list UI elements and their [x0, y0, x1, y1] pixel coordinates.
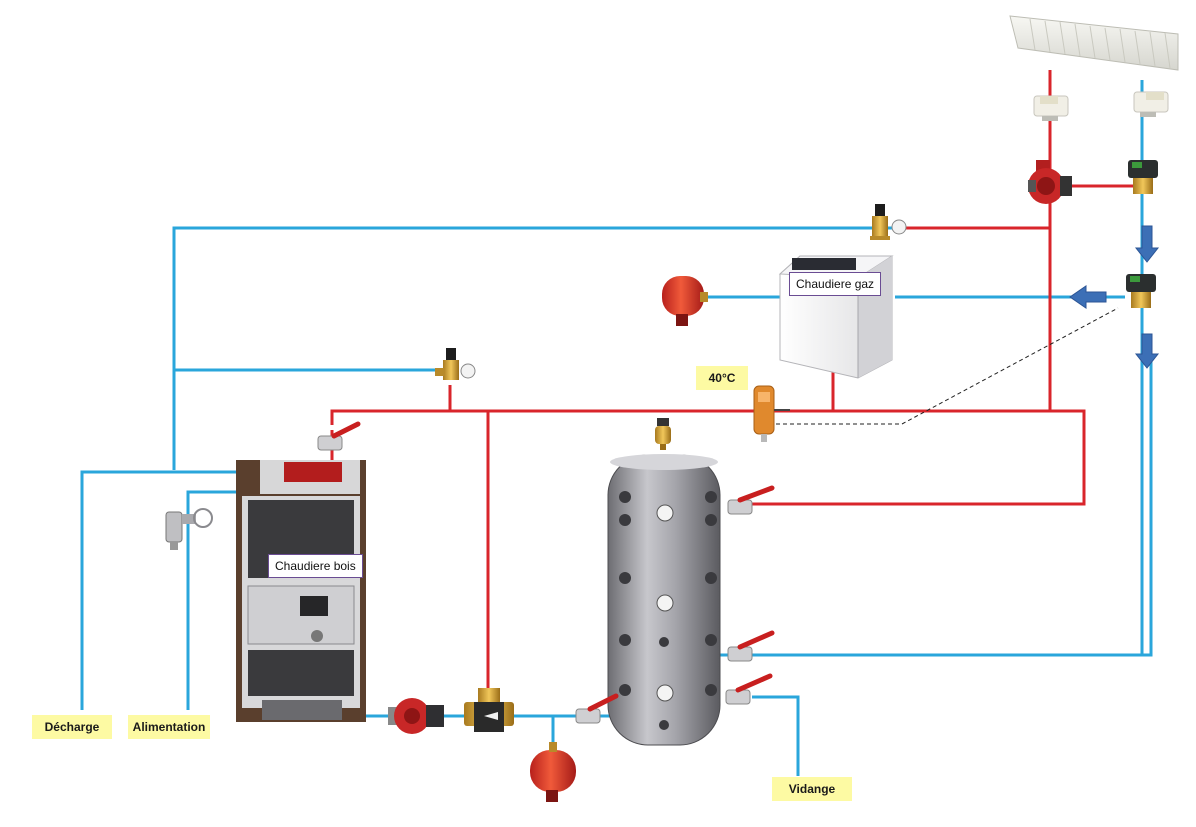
supply-label: Alimentation	[128, 715, 210, 739]
expansion-vessel-icon	[530, 742, 576, 802]
safety-valve-icon	[435, 348, 476, 380]
circulator-pump-icon	[1028, 160, 1072, 204]
thermal-discharge-valve-icon	[165, 508, 213, 550]
thermostat-temp-label: 40°C	[696, 366, 748, 390]
wood-boiler-label: Chaudiere bois	[268, 554, 363, 578]
buffer-tank-icon	[607, 454, 721, 746]
expansion-vessel-icon	[662, 276, 708, 326]
ball-valve-icon	[727, 485, 775, 515]
flow-arrow-icon	[1134, 333, 1160, 369]
safety-valve-icon	[870, 204, 907, 240]
ball-valve-icon	[575, 693, 619, 724]
radiator-icon	[1009, 15, 1179, 71]
flow-arrow-icon	[1134, 225, 1160, 263]
flow-arrow-icon	[1069, 285, 1107, 309]
hot-pipes	[330, 70, 1140, 693]
thermostatic-valve-icon	[1133, 91, 1169, 117]
control-wire	[776, 307, 1119, 425]
circulator-pump-icon	[388, 698, 444, 734]
drain-label: Vidange	[772, 777, 852, 801]
ball-valve-icon	[317, 421, 361, 451]
motorized-valve-icon	[1128, 160, 1158, 194]
thermostat-icon	[753, 385, 790, 442]
air-vent-icon	[655, 418, 671, 450]
thermostatic-valve-icon	[1033, 95, 1069, 121]
three-way-valve-icon	[464, 688, 514, 732]
gas-boiler-label: Chaudiere gaz	[789, 272, 882, 296]
wood-boiler-icon	[236, 460, 366, 722]
ball-valve-icon	[727, 630, 775, 662]
discharge-label: Décharge	[32, 715, 112, 739]
motorized-valve-icon	[1126, 274, 1156, 308]
ball-valve-icon	[725, 673, 773, 705]
